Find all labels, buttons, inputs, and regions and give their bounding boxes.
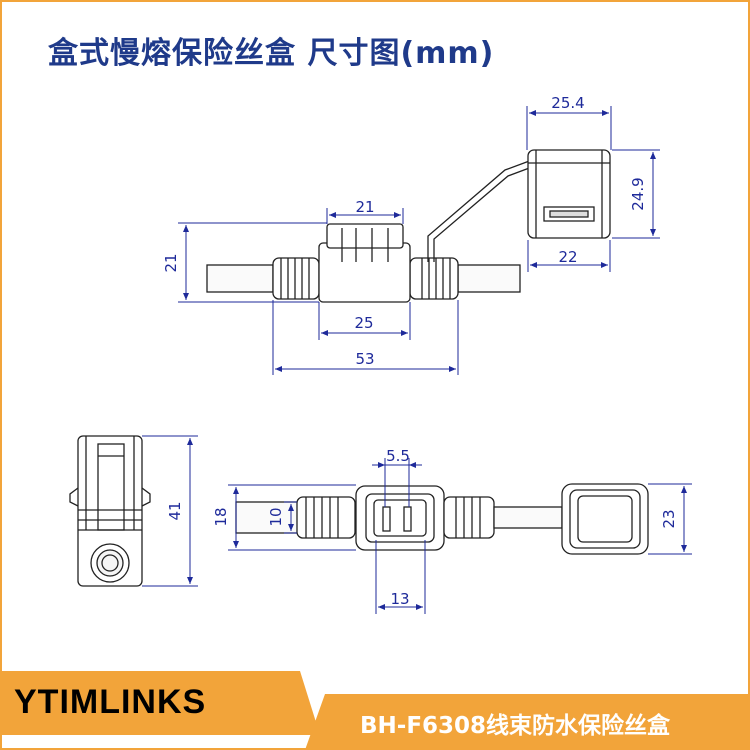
front-view-fuse-box [235,483,649,555]
dim-total-length: 53 [355,350,374,368]
page-title: 盒式慢熔保险丝盒 尺寸图(mm) [48,36,495,71]
side-view-dimensions [142,435,198,587]
dim-cap-width: 25.4 [551,94,584,112]
product-name: BH-F6308线束防水保险丝盒 [360,713,671,739]
dim-body-height: 21 [162,253,180,272]
dim-cap-base: 22 [558,248,577,266]
dim-cap-height: 24.9 [629,177,647,210]
dim-wire-outer: 18 [212,507,230,526]
dim-housing-width: 13 [390,590,409,608]
dim-wire-inner: 10 [267,507,285,526]
brand-name: YTIMLINKS [14,683,207,721]
dim-side-height: 41 [166,501,184,520]
dim-pin-gap: 5.5 [386,447,410,465]
front-view-dimensions [228,458,692,614]
top-view-dimensions [178,106,660,375]
dim-cap-depth: 23 [660,509,678,528]
dim-body-width-top: 21 [355,198,374,216]
product-banner: BH-F6308线束防水保险丝盒 [305,694,750,750]
brand-banner: YTIMLINKS [0,671,320,735]
dim-body-length: 25 [354,314,373,332]
side-view-fuse-box [69,435,151,587]
top-view-fuse-box [206,149,611,303]
